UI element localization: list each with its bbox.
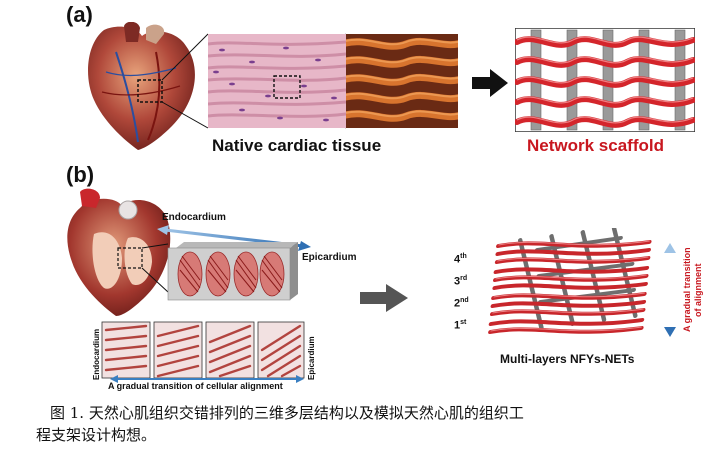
strip-epicardium-label: Epicardium [307, 336, 316, 380]
caption-line-2: 程支架设计构想。 [36, 426, 157, 444]
multilayer-title: Multi-layers NFYs-NETs [500, 352, 635, 366]
layer-label-2: 2nd [454, 297, 469, 310]
layer-label-4: 4th [454, 253, 467, 266]
fiber-block-illustration [167, 242, 298, 301]
network-scaffold-title: Network scaffold [527, 136, 664, 155]
heart-zoom-box [137, 79, 163, 103]
panel-a-label: (a) [66, 2, 93, 27]
layer-label-3: 3rd [454, 275, 468, 288]
histology-image [208, 34, 346, 128]
endocardium-label: Endocardium [162, 212, 226, 223]
panel-b-label: (b) [66, 162, 95, 187]
epicardium-label: Epicardium [302, 252, 357, 263]
cell-alignment-strip [101, 321, 305, 379]
arrow-right-icon [472, 69, 508, 97]
multilayer-scaffold-image [488, 228, 652, 334]
arrow-right-gray-icon [360, 284, 408, 312]
native-tissue-title: Native cardiac tissue [212, 136, 382, 155]
caption-line-1: 图 1. 天然心肌组织交错排列的三维多层结构以及模拟天然心肌的组织工 [50, 404, 524, 422]
gradual-alignment-arrow-icon [110, 375, 304, 383]
heart-illustration-a [88, 22, 195, 150]
cell-alignment-caption: A gradual transition of cellular alignme… [108, 381, 283, 391]
layer-label-1: 1st [454, 319, 467, 332]
histology-zoom-box [273, 75, 301, 99]
vertical-double-arrow-icon [664, 243, 676, 337]
network-scaffold-image [515, 28, 695, 132]
heart-cross-section-illustration [67, 188, 171, 316]
figure-caption: 图 1. 天然心肌组织交错排列的三维多层结构以及模拟天然心肌的组织工 程支架设计… [36, 402, 706, 446]
sem-fiber-image [346, 34, 458, 128]
